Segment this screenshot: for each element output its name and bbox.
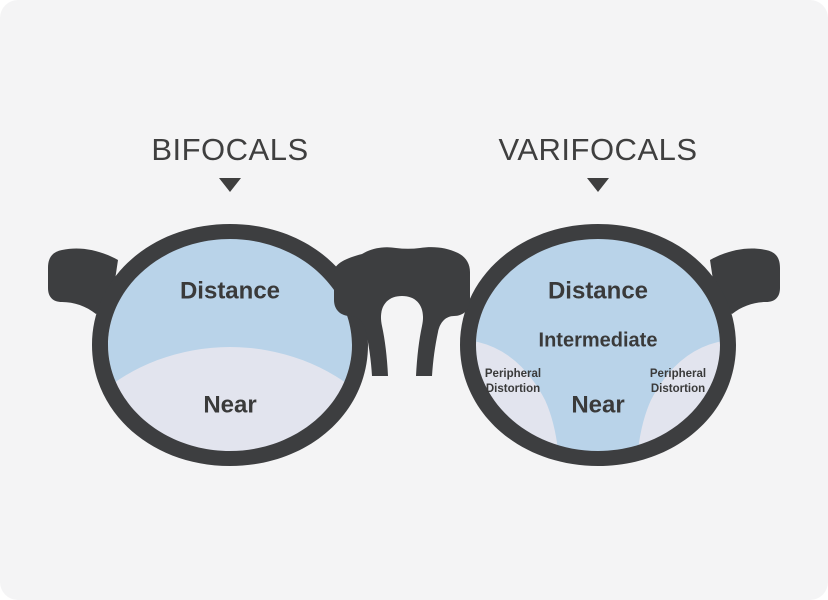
bifocals-near-label: Near — [203, 391, 256, 418]
varifocals-peripheral-right-line2: Distortion — [651, 383, 705, 395]
triangle-down-icon-bifocals — [219, 178, 241, 192]
page-title-varifocals: VARIFOCALS — [498, 132, 698, 167]
varifocals-distance-label: Distance — [548, 277, 648, 304]
varifocals-peripheral-left-line1: Peripheral — [485, 368, 541, 380]
frame-bridge — [334, 247, 470, 376]
page-title-bifocals: BIFOCALS — [151, 132, 309, 167]
frame-temple-left — [48, 248, 118, 314]
varifocals-near-label: Near — [571, 391, 624, 418]
varifocals-lens-fill — [476, 237, 720, 453]
varifocals-intermediate-label: Intermediate — [539, 329, 658, 351]
frame-temple-right — [710, 248, 780, 314]
varifocals-peripheral-right-line1: Peripheral — [650, 368, 706, 380]
spectacle-frame — [48, 224, 780, 466]
triangle-down-icon-varifocals — [587, 178, 609, 192]
varifocals-peripheral-left-line2: Distortion — [486, 383, 540, 395]
bifocals-distance-label: Distance — [180, 277, 280, 304]
bifocals-near-zone — [108, 347, 352, 453]
